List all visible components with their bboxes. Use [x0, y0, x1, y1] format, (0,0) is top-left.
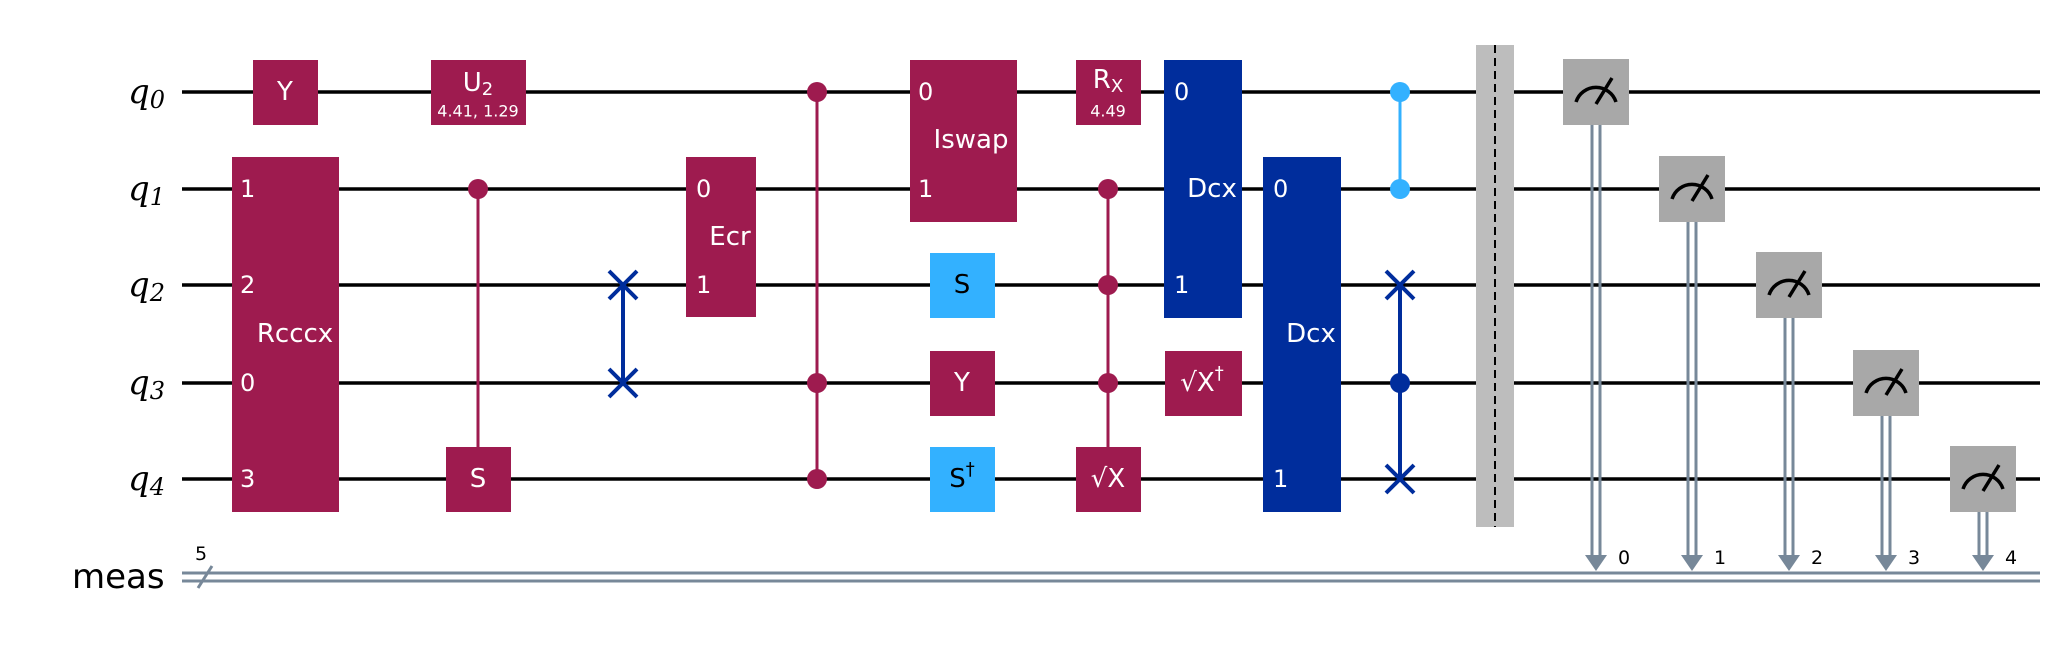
gate-sdg-q4: S† [930, 447, 995, 512]
svg-text:Rcccx: Rcccx [257, 319, 333, 349]
control-dot [807, 469, 827, 489]
svg-text:4.41, 1.29: 4.41, 1.29 [437, 102, 518, 121]
svg-text:1: 1 [1174, 271, 1189, 299]
svg-text:√X: √X [1091, 464, 1125, 494]
control-dot [807, 373, 827, 393]
gate-u2-q0: U2 4.41, 1.29 [431, 60, 526, 125]
controlled-swap-gate [1384, 269, 1416, 495]
svg-text:U2: U2 [463, 68, 493, 100]
measure-arrow [1972, 555, 1994, 571]
svg-text:Ecr: Ecr [709, 222, 751, 252]
measure-bit-label: 1 [1714, 547, 1726, 569]
svg-text:Y: Y [276, 77, 293, 107]
measure-gate-q4: 4 [1950, 446, 2017, 571]
svg-text:4.49: 4.49 [1090, 102, 1126, 121]
control-dot [1098, 373, 1118, 393]
control-dot [468, 179, 488, 199]
measure-gate-q1: 1 [1659, 156, 1726, 571]
gate-dcx-q0-q2: 0 1 Dcx [1164, 60, 1242, 318]
svg-text:S: S [954, 270, 971, 300]
measure-bit-label: 4 [2005, 547, 2017, 569]
control-dot [1390, 373, 1410, 393]
measure-gate-q3: 3 [1853, 350, 1920, 571]
svg-text:RX: RX [1093, 65, 1123, 97]
register-size-label: 5 [195, 543, 207, 565]
qubit-label-q2: q2 [128, 265, 165, 307]
svg-text:S: S [470, 464, 487, 494]
gate-s-q2: S [930, 253, 995, 318]
measure-gate-q2: 2 [1756, 252, 1823, 571]
gate-iswap: 0 1 Iswap [910, 60, 1017, 222]
gate-rx-q0: RX 4.49 [1076, 60, 1141, 125]
measure-bit-label: 3 [1908, 547, 1920, 569]
svg-text:1: 1 [696, 271, 711, 299]
controlled-sx-gate: √X [1076, 179, 1141, 512]
gate-ecr: 0 1 Ecr [686, 157, 756, 317]
gate-sxdg-q3: √X† [1165, 351, 1242, 416]
gate-y-q3: Y [930, 351, 995, 416]
measure-arrow [1585, 555, 1607, 571]
classical-register-wire: 5 [182, 543, 2040, 589]
meter-icon [1574, 85, 1618, 103]
measure-arrow [1875, 555, 1897, 571]
svg-text:S†: S† [949, 459, 975, 495]
svg-text:Y: Y [953, 368, 970, 398]
svg-text:0: 0 [696, 175, 711, 203]
svg-text:2: 2 [240, 271, 255, 299]
svg-text:0: 0 [240, 369, 255, 397]
swap-gate-q2-q3 [607, 269, 639, 399]
measure-gate-q0: 0 [1563, 59, 1630, 571]
svg-text:Dcx: Dcx [1187, 174, 1237, 204]
bus-slash [196, 565, 214, 589]
measure-bit-label: 0 [1618, 547, 1630, 569]
meter-icon [1670, 182, 1714, 200]
svg-text:1: 1 [918, 175, 933, 203]
barrier [1476, 45, 1514, 527]
classical-register-label: meas [72, 557, 165, 597]
svg-text:0: 0 [1273, 175, 1288, 203]
meter-needle [1884, 368, 1904, 396]
multi-controlled-z-gate [807, 82, 827, 489]
control-dot [1098, 275, 1118, 295]
svg-text:√X†: √X† [1180, 363, 1223, 399]
gate-rcccx: 1 2 0 3 Rcccx [232, 157, 339, 512]
control-dot [807, 82, 827, 102]
controlled-s-gate: S [446, 179, 511, 512]
measure-bit-label: 2 [1811, 547, 1823, 569]
gate-y-q0: Y [253, 60, 318, 125]
meter-needle [1981, 464, 2001, 492]
svg-text:1: 1 [1273, 465, 1288, 493]
control-dot [1390, 179, 1410, 199]
control-dot [1390, 82, 1410, 102]
qubit-label-q4: q4 [128, 459, 165, 501]
svg-text:0: 0 [918, 78, 933, 106]
svg-text:Dcx: Dcx [1286, 319, 1336, 349]
svg-text:0: 0 [1174, 78, 1189, 106]
svg-text:Iswap: Iswap [934, 125, 1009, 155]
meter-needle [1787, 270, 1807, 298]
meter-needle [1690, 174, 1710, 202]
qubit-label-q0: q0 [128, 72, 165, 114]
qubit-label-q1: q1 [128, 169, 165, 211]
control-dot [1098, 179, 1118, 199]
svg-text:1: 1 [240, 175, 255, 203]
measure-arrow [1681, 555, 1703, 571]
measurements: 0 1 2 3 4 [1563, 59, 2017, 571]
meter-needle [1594, 77, 1614, 105]
meter-icon [1864, 376, 1908, 394]
gate-dcx-q1-q4: 0 1 Dcx [1263, 157, 1341, 512]
meter-icon [1767, 278, 1811, 296]
cz-gate-q0-q1 [1390, 82, 1410, 199]
svg-text:3: 3 [240, 465, 255, 493]
meter-icon [1961, 472, 2005, 490]
measure-arrow [1778, 555, 1800, 571]
qubit-label-q3: q3 [128, 363, 165, 405]
